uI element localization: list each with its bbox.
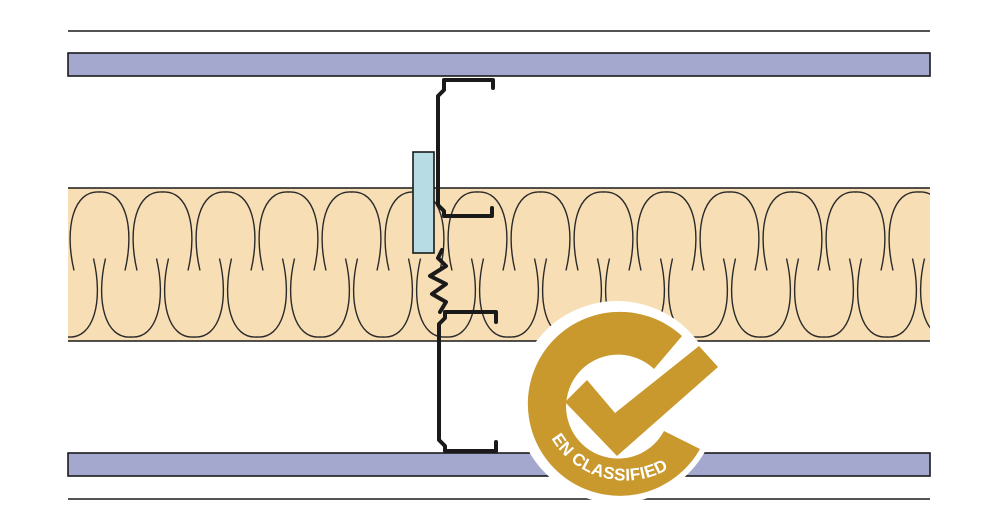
connector-plate — [412, 151, 435, 254]
steel-stud-frame — [428, 78, 498, 453]
en-classified-badge: EN CLASSIFIED — [516, 301, 718, 503]
insulation-layer — [68, 187, 930, 342]
plasterboard-top — [67, 52, 931, 77]
spring-clip — [428, 248, 448, 314]
checkmark-icon — [565, 346, 718, 456]
upper-stud — [436, 78, 495, 218]
lower-stud — [437, 310, 498, 453]
plasterboard-bottom — [67, 452, 931, 477]
